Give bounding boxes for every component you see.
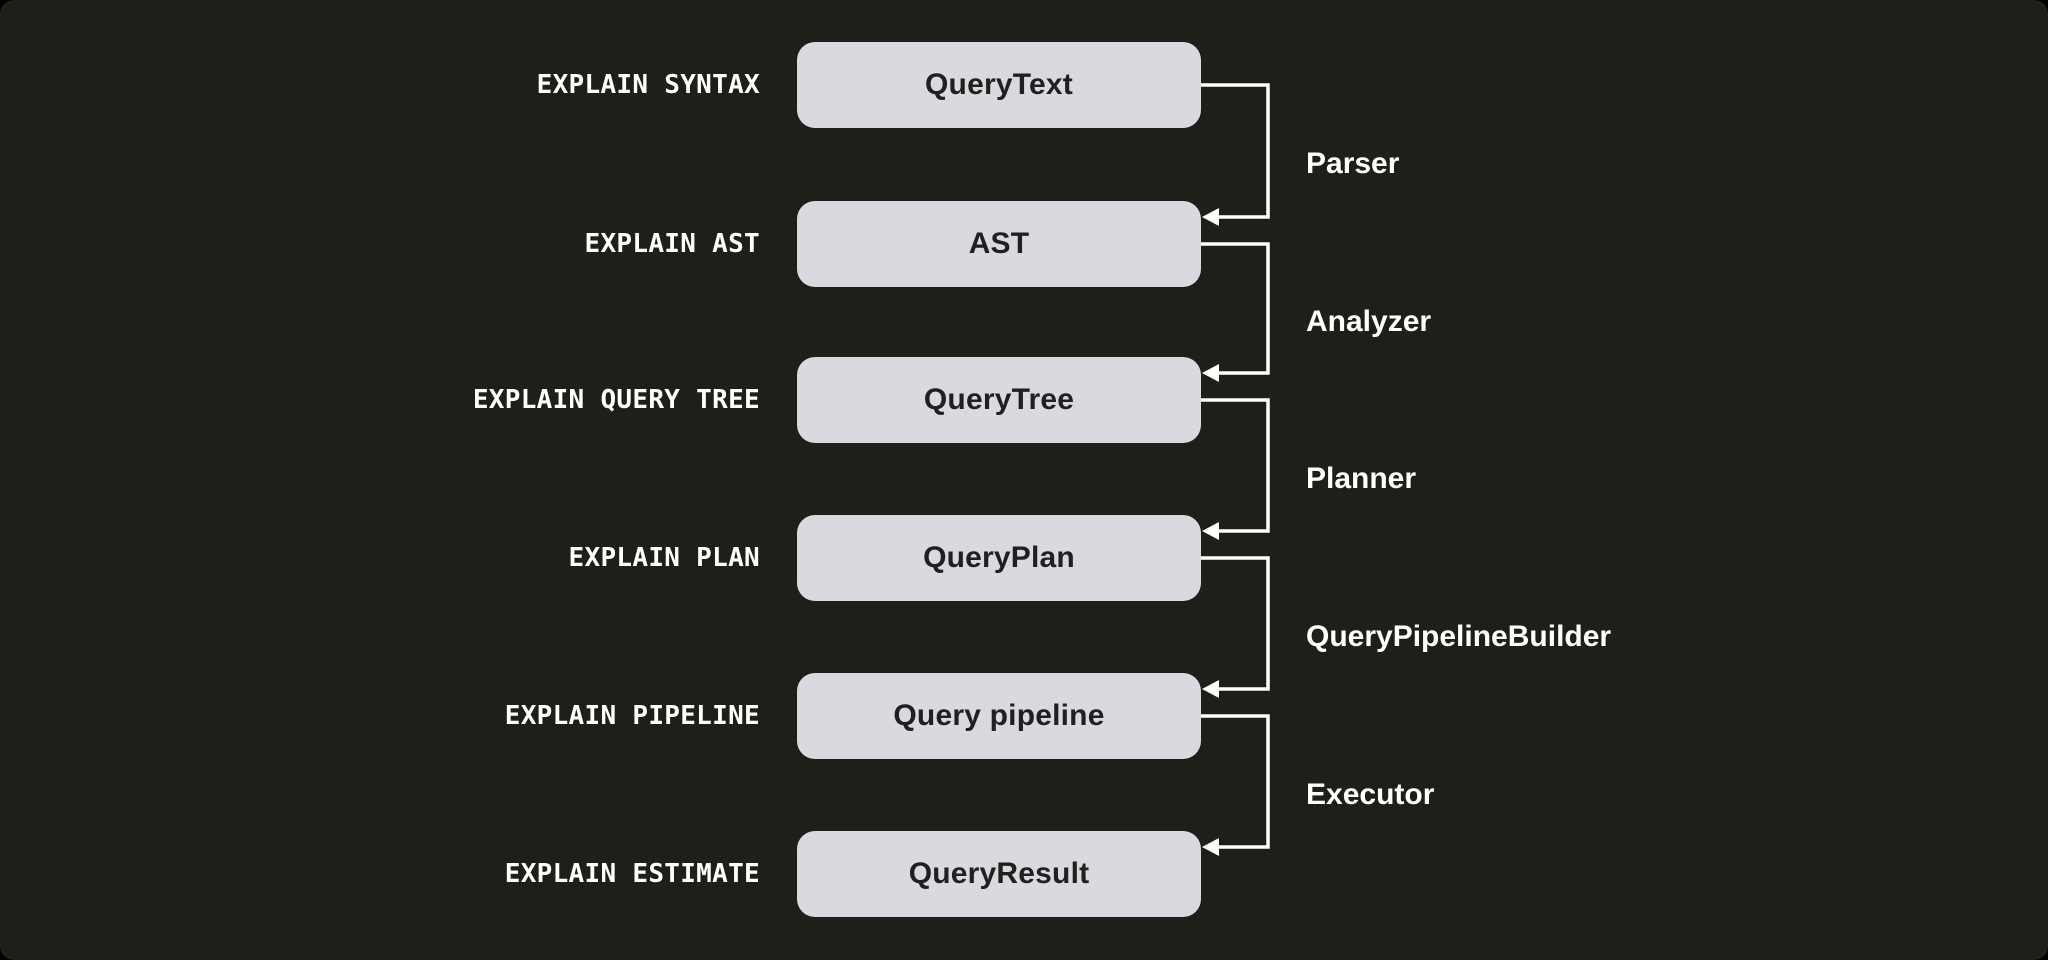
stage-box-query-tree: QueryTree <box>797 357 1201 443</box>
stage-label-ast: AST <box>968 227 1030 260</box>
connector-analyzer <box>1201 242 1270 382</box>
connector-label-parser: Parser <box>1306 147 1400 180</box>
connector-planner <box>1201 398 1270 540</box>
connector-label-query-pipeline-builder: QueryPipelineBuilder <box>1306 620 1612 653</box>
stage-box-query-text: QueryText <box>797 42 1201 128</box>
connector-planner-line <box>1201 398 1270 533</box>
stage-box-ast: AST <box>797 201 1201 287</box>
connector-analyzer-line <box>1201 242 1270 375</box>
connector-executor-line <box>1201 714 1270 849</box>
stage-label-query-plan: QueryPlan <box>923 541 1075 574</box>
stage-box-query-plan: QueryPlan <box>797 515 1201 601</box>
stage-box-query-pipeline: Query pipeline <box>797 673 1201 759</box>
stage-label-query-pipeline: Query pipeline <box>893 699 1105 732</box>
arrowhead-icon <box>1202 522 1219 540</box>
connector-parser <box>1201 83 1270 226</box>
connector-executor <box>1201 714 1270 856</box>
explain-label-plan: EXPLAIN PLAN <box>568 543 760 573</box>
arrowhead-icon <box>1202 364 1219 382</box>
connector-label-planner: Planner <box>1306 462 1417 495</box>
arrowhead-icon <box>1202 838 1219 856</box>
explain-label-ast: EXPLAIN AST <box>584 229 760 259</box>
arrowhead-icon <box>1202 680 1219 698</box>
connector-label-executor: Executor <box>1306 778 1435 811</box>
connector-query-pipeline-builder <box>1201 556 1270 698</box>
connector-parser-line <box>1201 83 1270 219</box>
arrowhead-icon <box>1202 208 1219 226</box>
connector-label-analyzer: Analyzer <box>1306 305 1432 338</box>
explain-label-estimate: EXPLAIN ESTIMATE <box>504 859 760 889</box>
stage-box-query-result: QueryResult <box>797 831 1201 917</box>
connector-query-pipeline-builder-line <box>1201 556 1270 691</box>
stage-label-query-tree: QueryTree <box>923 383 1075 416</box>
stage-label-query-text: QueryText <box>925 68 1073 101</box>
stage-label-query-result: QueryResult <box>908 857 1090 890</box>
explain-label-query-tree: EXPLAIN QUERY TREE <box>472 385 760 415</box>
explain-label-pipeline: EXPLAIN PIPELINE <box>504 701 760 731</box>
explain-label-syntax: EXPLAIN SYNTAX <box>536 70 760 100</box>
